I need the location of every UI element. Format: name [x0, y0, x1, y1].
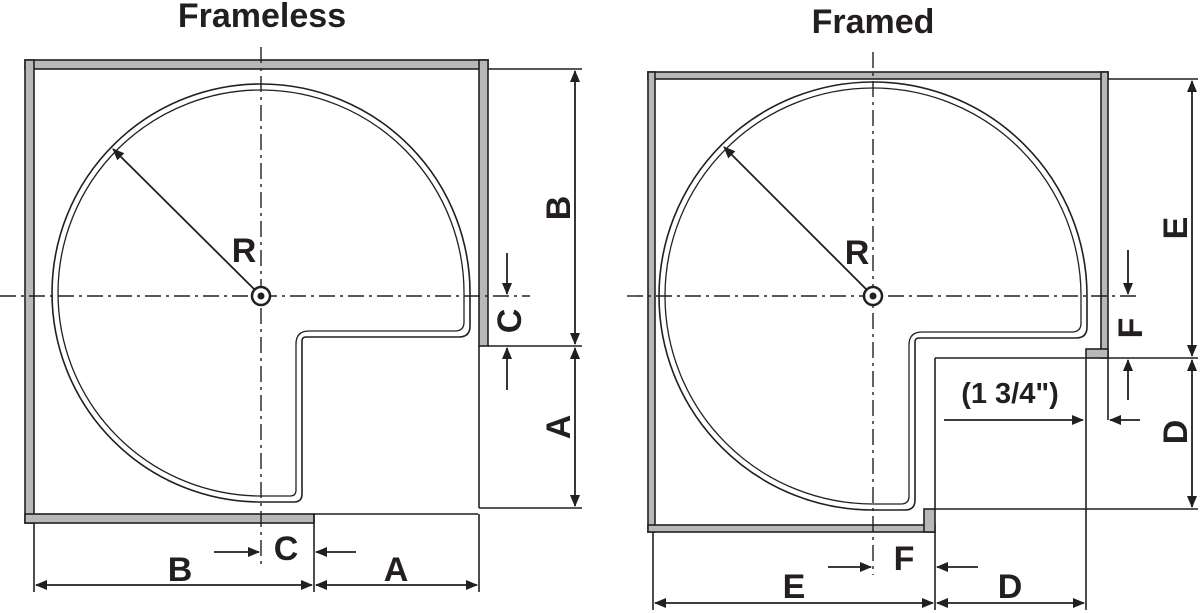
frameless-b-vertical-label: B — [540, 196, 578, 221]
frameless-radius-arrow — [112, 148, 256, 291]
framed-face-frame-note: (1 3/4") — [961, 378, 1059, 410]
frameless-left-wall — [24, 59, 35, 524]
frameless-c-vertical-label: C — [491, 309, 529, 334]
framed-diagram: Framed R — [627, 3, 1198, 610]
framed-left-wall — [647, 71, 656, 533]
frameless-c-bottom-label: C — [274, 530, 299, 568]
framed-top-wall — [647, 71, 1109, 80]
frameless-bottom-wall — [24, 513, 315, 524]
framed-bottom-wall — [647, 524, 936, 533]
frameless-right-wall — [478, 59, 489, 347]
frameless-b-bottom-label: B — [168, 551, 193, 589]
framed-d-bottom-label: D — [998, 568, 1023, 606]
framed-cabinet — [647, 71, 1109, 533]
framed-pivot-center — [869, 292, 877, 300]
frameless-tray-inner — [57, 89, 465, 497]
framed-e-vertical-label: E — [1157, 217, 1195, 240]
framed-e-bottom-label: E — [783, 568, 806, 606]
framed-f-bottom-label: F — [894, 540, 915, 578]
frameless-top-wall — [24, 59, 489, 70]
framed-d-vertical-label: D — [1157, 420, 1195, 445]
frameless-a-bottom-label: A — [384, 551, 409, 589]
framed-f-vertical-label: F — [1112, 318, 1150, 339]
frameless-cabinet — [24, 59, 489, 524]
framed-radius-label: R — [845, 234, 870, 272]
framed-bottom-face-frame — [923, 508, 936, 533]
framed-title: Framed — [812, 3, 935, 41]
framed-right-wall — [1100, 71, 1109, 359]
frameless-title: Frameless — [178, 0, 346, 35]
frameless-a-vertical-label: A — [540, 415, 578, 440]
frameless-pivot-center — [257, 292, 265, 300]
frameless-diagram: Frameless R B C — [0, 0, 582, 592]
framed-radius-arrow — [723, 146, 868, 291]
framed-right-face-frame — [1085, 348, 1109, 359]
frameless-radius-label: R — [232, 232, 257, 270]
framed-tray-inner — [664, 87, 1082, 505]
